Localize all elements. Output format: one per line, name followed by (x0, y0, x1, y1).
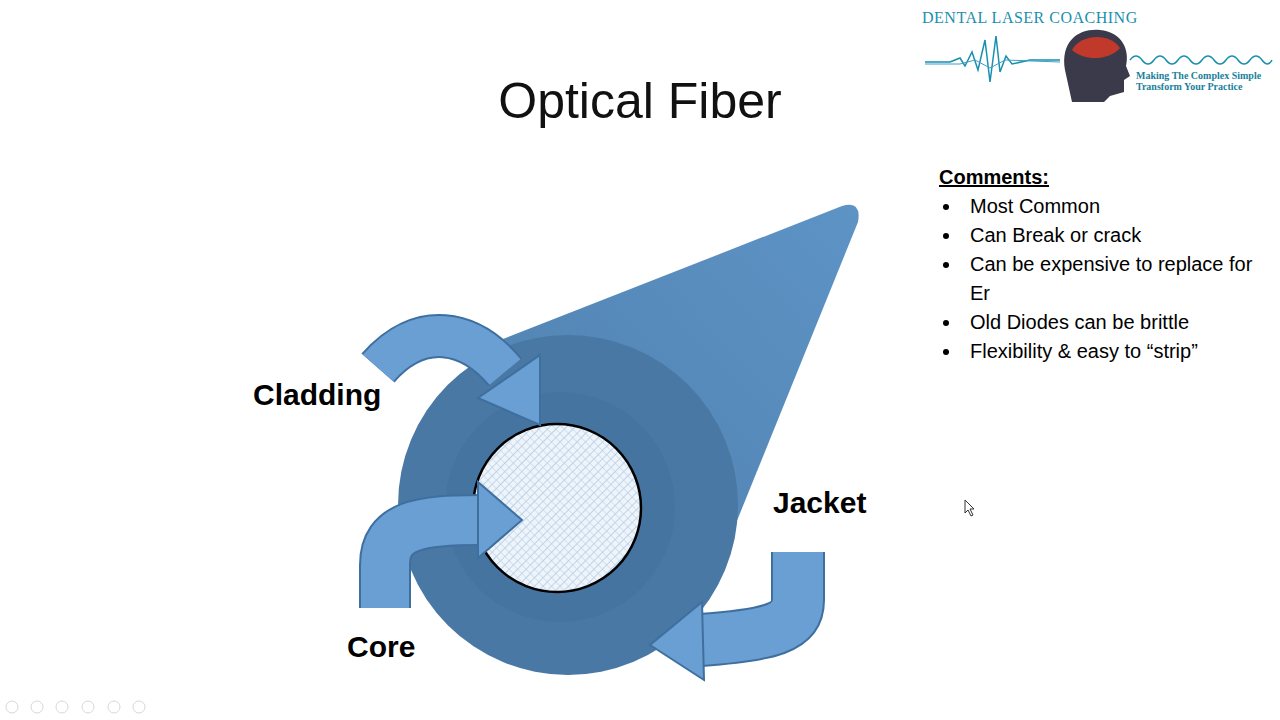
logo-name: DENTAL LASER COACHING (922, 9, 1138, 27)
slide-title: Optical Fiber (0, 72, 1280, 130)
comment-text: Can Break or crack (970, 224, 1141, 246)
part-label: Core (347, 630, 415, 664)
logo-graphic (925, 30, 1272, 102)
part-label: Jacket (773, 486, 866, 520)
core-arrow (385, 482, 522, 608)
logo-tagline: Making The Complex Simple (1136, 70, 1261, 81)
comments-list: Most CommonCan Break or crackCan be expe… (940, 192, 1260, 366)
comment-item: Most Common (940, 192, 1260, 221)
comments-heading: Comments: (939, 166, 1049, 189)
viewer-toolbar (6, 701, 145, 713)
part-label: Cladding (253, 378, 381, 412)
comment-item: Flexibility & easy to “strip” (940, 337, 1260, 366)
mouse-pointer (965, 500, 974, 516)
jacket-arrow (650, 552, 798, 680)
comment-text: Old Diodes can be brittle (970, 311, 1189, 333)
logo-tagline: Transform Your Practice (1136, 81, 1242, 92)
comment-text: Most Common (970, 195, 1100, 217)
comment-item: Can be expensive to replace for Er (940, 250, 1260, 308)
comment-text: Can be expensive to replace for Er (970, 253, 1252, 304)
comment-item: Old Diodes can be brittle (940, 308, 1260, 337)
cladding-face (445, 392, 675, 622)
cladding-arrow (378, 336, 540, 425)
comment-text: Flexibility & easy to “strip” (970, 340, 1198, 362)
core-face (473, 424, 641, 592)
comment-item: Can Break or crack (940, 221, 1260, 250)
